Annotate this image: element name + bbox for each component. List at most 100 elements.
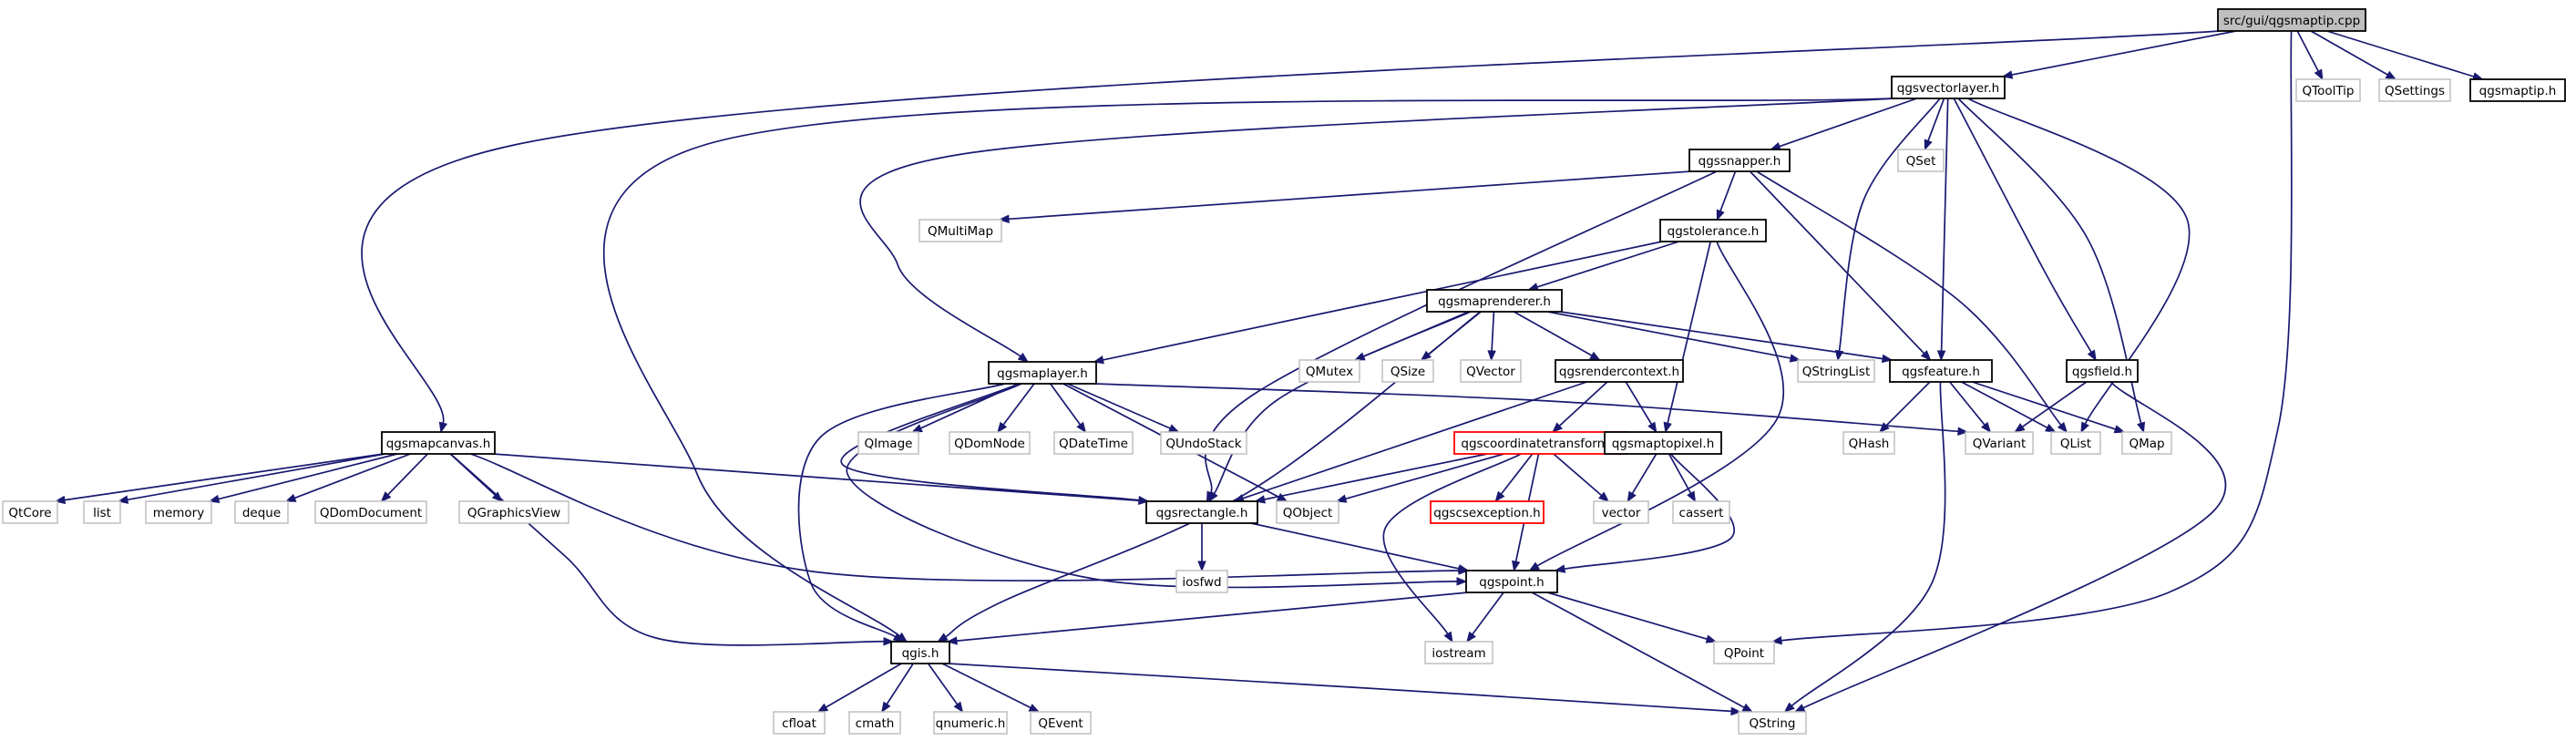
- node-label: qgsfield.h: [2072, 365, 2132, 379]
- edge-line: [1513, 311, 1593, 356]
- edge-qgstolerance-to-qgsmaprenderer: [1527, 241, 1679, 292]
- node-qgsfeature[interactable]: qgsfeature.h: [1889, 359, 1993, 383]
- node-qgsmaprenderer[interactable]: qgsmaprenderer.h: [1426, 289, 1563, 313]
- node-qgspoint[interactable]: qgspoint.h: [1465, 570, 1558, 593]
- node-box: [2, 500, 58, 524]
- arrowhead-icon: [1687, 490, 1697, 503]
- node-qgsmapcanvas[interactable]: qgsmapcanvas.h: [381, 431, 496, 455]
- node-box: [1672, 500, 1730, 524]
- node-QVariant: QVariant: [1965, 431, 2034, 455]
- arrowhead-icon: [1138, 496, 1150, 506]
- edge-qgsrendercontext-to-qgsmaptopixel: [1625, 381, 1657, 434]
- arrowhead-icon: [1528, 561, 1541, 571]
- edge-qgsmaprenderer-to-qgsrectangle: [1208, 311, 1472, 503]
- node-box: [1160, 431, 1247, 455]
- arrowhead-icon: [438, 421, 448, 434]
- edge-line: [1531, 592, 1745, 708]
- edge-line: [1050, 383, 1082, 426]
- node-label: qgsrectangle.h: [1156, 506, 1248, 520]
- node-qgstolerance[interactable]: qgstolerance.h: [1659, 219, 1767, 242]
- node-QUndoStack: QUndoStack: [1160, 431, 1247, 455]
- node-vector: vector: [1593, 500, 1649, 524]
- node-box: [988, 361, 1097, 385]
- node-box: [1381, 359, 1434, 383]
- node-box: [919, 219, 1002, 242]
- node-QGraphicsView: QGraphicsView: [458, 500, 570, 524]
- edge-line: [1491, 311, 1495, 352]
- arrowhead-icon: [2113, 425, 2126, 434]
- node-box: [1889, 359, 1993, 383]
- arrowhead-icon: [1589, 351, 1601, 361]
- edge-line: [1472, 592, 1504, 635]
- edge-root-to-qgsmaptip_h: [2326, 30, 2484, 81]
- node-label: qgsfeature.h: [1902, 365, 1980, 379]
- arrowhead-icon: [1443, 631, 1453, 643]
- arrowhead-icon: [1924, 139, 1933, 151]
- edge-root-to-qgsmapcanvas: [361, 30, 2221, 434]
- edge-line: [840, 383, 1140, 501]
- node-QObject: QObject: [1276, 500, 1339, 524]
- node-label: QMutex: [1306, 365, 1353, 379]
- node-box: [1426, 289, 1563, 313]
- node-deque: deque: [234, 500, 289, 524]
- node-box: [145, 500, 212, 524]
- node-QToolTip: QToolTip: [2295, 78, 2361, 102]
- edge-qgsrectangle-to-qgspoint: [1250, 522, 1470, 573]
- node-qgsvectorlayer[interactable]: qgsvectorlayer.h: [1891, 76, 2006, 99]
- node-QSet: QSet: [1897, 149, 1945, 172]
- node-label: list: [93, 506, 111, 520]
- node-qgis[interactable]: qgis.h: [890, 641, 950, 664]
- node-qgscoordinatetransform[interactable]: qgscoordinatetransform.h: [1453, 431, 1628, 455]
- arrowhead-icon: [1705, 634, 1718, 643]
- edge-line: [1559, 311, 1883, 360]
- node-QEvent: QEvent: [1030, 711, 1092, 735]
- edge-line: [956, 592, 1469, 642]
- edge-qgsmaprenderer-to-qgsfeature: [1559, 311, 1894, 364]
- edge-line: [1093, 383, 1959, 433]
- node-box: [83, 500, 121, 524]
- node-label: QDateTime: [1059, 437, 1128, 451]
- node-label: QString: [1750, 716, 1796, 731]
- node-qgssnapper[interactable]: qgssnapper.h: [1688, 149, 1791, 172]
- edge-qgsmapcanvas-to-qgis: [449, 453, 895, 646]
- node-qgsmaptopixel[interactable]: qgsmaptopixel.h: [1604, 431, 1722, 455]
- node-QSize: QSize: [1381, 359, 1434, 383]
- node-iostream: iostream: [1424, 641, 1493, 664]
- edge-qgis-to-cfloat: [816, 663, 902, 713]
- edge-line: [2326, 30, 2475, 77]
- node-QSettings: QSettings: [2378, 78, 2451, 102]
- node-box: [1604, 431, 1722, 455]
- edge-qgsvectorlayer-to-qgsmaplayer: [859, 98, 1894, 363]
- node-qgscsexception[interactable]: qgscsexception.h: [1430, 500, 1545, 524]
- node-label: qgsvectorlayer.h: [1897, 81, 1999, 96]
- node-qgsfield[interactable]: qgsfield.h: [2066, 359, 2139, 383]
- edge-line: [1961, 381, 2048, 429]
- edge-line: [825, 663, 902, 708]
- node-qgsmaplayer[interactable]: qgsmaplayer.h: [988, 361, 1097, 385]
- node-label: QSize: [1391, 365, 1425, 379]
- arrowhead-icon: [1770, 636, 1782, 645]
- edge-qgscoordinatetransform-to-qgsrectangle: [1254, 453, 1488, 504]
- arrowhead-icon: [1335, 494, 1348, 503]
- edge-qgsvectorlayer-to-qgsfield: [1953, 98, 2097, 362]
- node-root[interactable]: src/gui/qgsmaptip.cpp: [2217, 8, 2366, 32]
- node-box: [1891, 76, 2006, 99]
- node-box: [857, 431, 919, 455]
- edge-qgis-to-qnumeric: [927, 663, 964, 714]
- node-label: qgscoordinatetransform.h: [1461, 437, 1620, 451]
- edge-line: [1536, 241, 1679, 288]
- node-qgsmaptip_h[interactable]: qgsmaptip.h: [2469, 78, 2566, 102]
- arrowhead-icon: [1028, 704, 1041, 713]
- node-label: QList: [2060, 437, 2091, 451]
- node-qgsrectangle[interactable]: qgsrectangle.h: [1145, 500, 1258, 524]
- node-box: [1424, 641, 1493, 664]
- edge-qgsrendercontext-to-qgscoordinatetransform: [1552, 381, 1608, 433]
- node-label: QDomDocument: [320, 506, 422, 520]
- node-box: [1897, 149, 1945, 172]
- node-box: [2378, 78, 2451, 102]
- node-qgsrendercontext[interactable]: qgsrendercontext.h: [1555, 359, 1684, 383]
- node-label: vector: [1602, 506, 1641, 520]
- node-label: QMultiMap: [928, 224, 993, 239]
- edge-line: [1756, 170, 2062, 426]
- node-label: cassert: [1679, 506, 1724, 520]
